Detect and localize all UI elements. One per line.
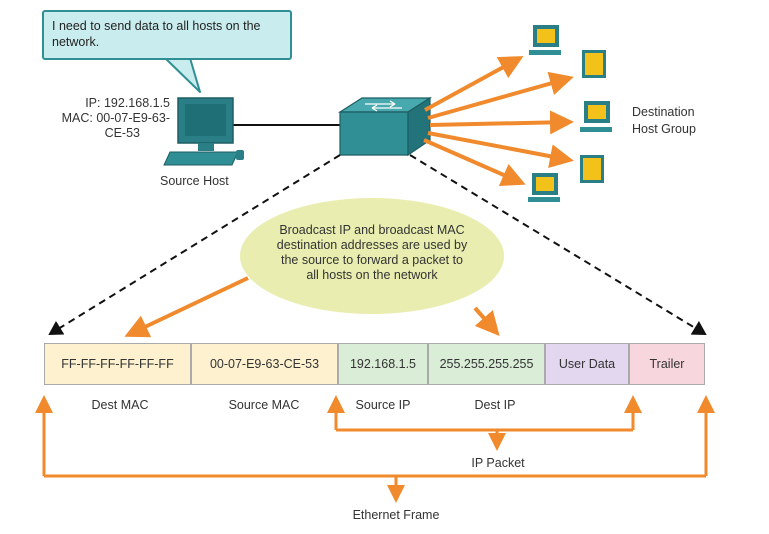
destination-group-line: Destination [632,105,695,119]
frame-user-data: User Data [545,343,629,385]
frame-trailer: Trailer [629,343,705,385]
broadcast-arrows [423,56,574,186]
source-host-info: IP: 192.168.1.5 MAC: 00-07-E9-63- CE-53 [30,96,170,141]
callout-tail [164,55,201,93]
frame-dest-ip: 255.255.255.255 [428,343,545,385]
arrow-to-dest-ip [473,306,500,337]
arrow-to-dest-mac [124,276,249,338]
destination-host-icon [582,50,606,78]
source-mac-label: Source MAC [228,398,300,412]
broadcast-note-line: all hosts on the network [306,268,438,282]
destination-group-label: Destination Host Group [632,104,696,138]
ethernet-frame-bracket [35,395,715,503]
source-host-label: Source Host [160,174,229,188]
switch-icon [337,96,433,157]
broadcast-note-ellipse [240,198,504,314]
ip-packet-bracket [327,395,642,451]
callout-line: I need to send data to all hosts on the [52,19,261,33]
dashed-arrow-right [409,154,707,336]
frame-dest-mac: FF-FF-FF-FF-FF-FF [44,343,191,385]
ethernet-frame: FF-FF-FF-FF-FF-FF 00-07-E9-63-CE-53 192.… [44,343,705,385]
broadcast-note-line: destination addresses are used by [276,238,468,252]
frame-source-mac: 00-07-E9-63-CE-53 [191,343,338,385]
destination-host-icon [580,155,604,183]
destination-host-icon [528,173,560,202]
source-mac: MAC: 00-07-E9-63- [61,111,170,125]
dashed-arrow-left [48,154,341,336]
source-ip: IP: 192.168.1.5 [85,96,170,110]
ip-packet-label: IP Packet [471,456,525,470]
frame-source-ip: 192.168.1.5 [338,343,428,385]
destination-host-icon [580,101,612,132]
destination-host-icon [529,25,561,55]
broadcast-note: Broadcast IP and broadcast MAC destinati… [262,223,482,283]
source-host-computer-icon [163,97,244,166]
source-mac-cont: CE-53 [104,126,140,140]
destination-group-line: Host Group [632,122,696,136]
callout-line: network. [52,35,100,49]
dest-mac-label: Dest MAC [91,398,149,412]
broadcast-note-line: the source to forward a packet to [280,253,464,267]
speech-callout: I need to send data to all hosts on the … [42,10,292,60]
ethernet-frame-label: Ethernet Frame [352,508,440,522]
broadcast-note-line: Broadcast IP and broadcast MAC [279,223,465,237]
dest-ip-label: Dest IP [474,398,516,412]
source-ip-label: Source IP [355,398,411,412]
